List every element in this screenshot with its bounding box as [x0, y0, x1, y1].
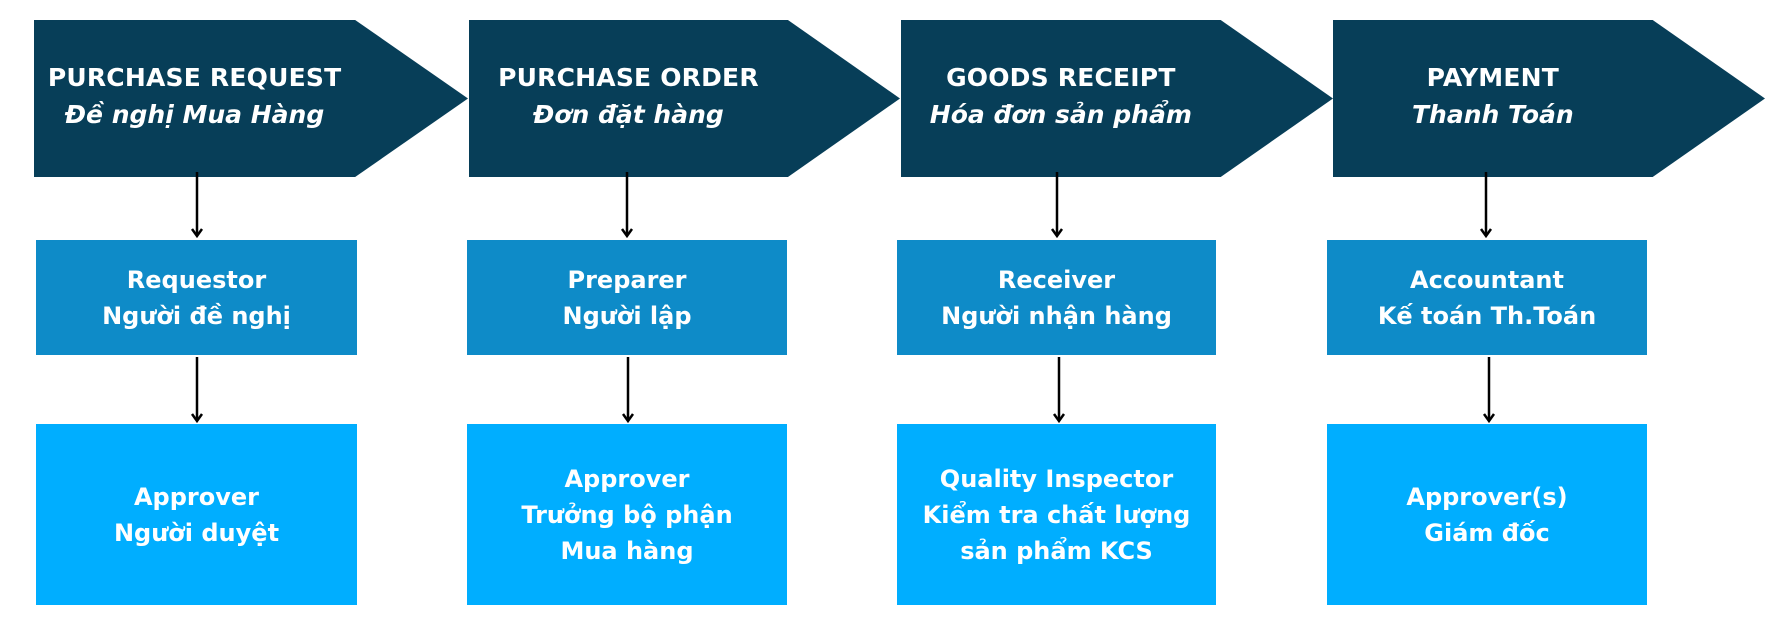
role-box-accountant: Accountant Kế toán Th.Toán — [1327, 240, 1647, 355]
stage-label: PURCHASE REQUEST Đề nghị Mua Hàng — [34, 20, 355, 177]
stage-subtitle: Thanh Toán — [1411, 99, 1574, 129]
stage-subtitle: Hóa đơn sản phẩm — [929, 99, 1192, 129]
stage-chevron-purchase-request: PURCHASE REQUEST Đề nghị Mua Hàng — [34, 20, 468, 177]
stage-chevron-goods-receipt: GOODS RECEIPT Hóa đơn sản phẩm — [901, 20, 1333, 177]
approver-title: Approver — [564, 464, 690, 493]
approver-title: Quality Inspector — [939, 464, 1174, 493]
role-subtitle: Người nhận hàng — [941, 301, 1172, 330]
approver-box-purchase-order: Approver Trưởng bộ phận Mua hàng — [467, 424, 787, 605]
stage-title: PURCHASE REQUEST — [47, 62, 342, 92]
stage-subtitle: Đơn đặt hàng — [533, 99, 724, 129]
role-title: Accountant — [1410, 265, 1564, 294]
role-subtitle: Người đề nghị — [102, 301, 291, 330]
approver-title: Approver — [133, 482, 259, 511]
approver-subtitle-2: Mua hàng — [560, 536, 694, 565]
role-box-requestor: Requestor Người đề nghị — [36, 240, 357, 355]
arrow-down-icon — [1052, 357, 1066, 423]
arrow-down-icon — [190, 357, 204, 423]
role-subtitle: Người lập — [562, 301, 692, 330]
role-subtitle: Kế toán Th.Toán — [1377, 301, 1597, 330]
approver-subtitle: Người duyệt — [113, 518, 280, 547]
stage-title: PAYMENT — [1426, 62, 1560, 92]
stage-chevron-purchase-order: PURCHASE ORDER Đơn đặt hàng — [469, 20, 900, 177]
arrow-down-icon — [621, 357, 635, 423]
role-box-preparer: Preparer Người lập — [467, 240, 787, 355]
approver-box-purchase-request: Approver Người duyệt — [36, 424, 357, 605]
approver-box-goods-receipt: Quality Inspector Kiểm tra chất lượng sả… — [897, 424, 1216, 605]
arrow-down-icon — [1050, 172, 1064, 238]
approver-box-payment: Approver(s) Giám đốc — [1327, 424, 1647, 605]
role-box-receiver: Receiver Người nhận hàng — [897, 240, 1216, 355]
arrow-down-icon — [190, 172, 204, 238]
arrow-down-icon — [1479, 172, 1493, 238]
stage-label: PURCHASE ORDER Đơn đặt hàng — [469, 20, 788, 177]
stage-subtitle: Đề nghị Mua Hàng — [64, 99, 325, 129]
stage-label: PAYMENT Thanh Toán — [1333, 20, 1653, 177]
stage-label: GOODS RECEIPT Hóa đơn sản phẩm — [901, 20, 1221, 177]
role-title: Requestor — [126, 265, 267, 294]
role-title: Receiver — [997, 265, 1116, 294]
stage-title: PURCHASE ORDER — [498, 62, 759, 92]
approver-subtitle: Kiểm tra chất lượng — [922, 500, 1191, 529]
approver-subtitle: Giám đốc — [1424, 518, 1550, 547]
approver-subtitle-2: sản phẩm KCS — [960, 536, 1153, 565]
arrow-down-icon — [620, 172, 634, 238]
stage-title: GOODS RECEIPT — [946, 62, 1176, 92]
approver-subtitle: Trưởng bộ phận — [521, 500, 733, 529]
stage-chevron-payment: PAYMENT Thanh Toán — [1333, 20, 1765, 177]
approver-title: Approver(s) — [1406, 482, 1568, 511]
arrow-down-icon — [1482, 357, 1496, 423]
role-title: Preparer — [567, 265, 687, 294]
